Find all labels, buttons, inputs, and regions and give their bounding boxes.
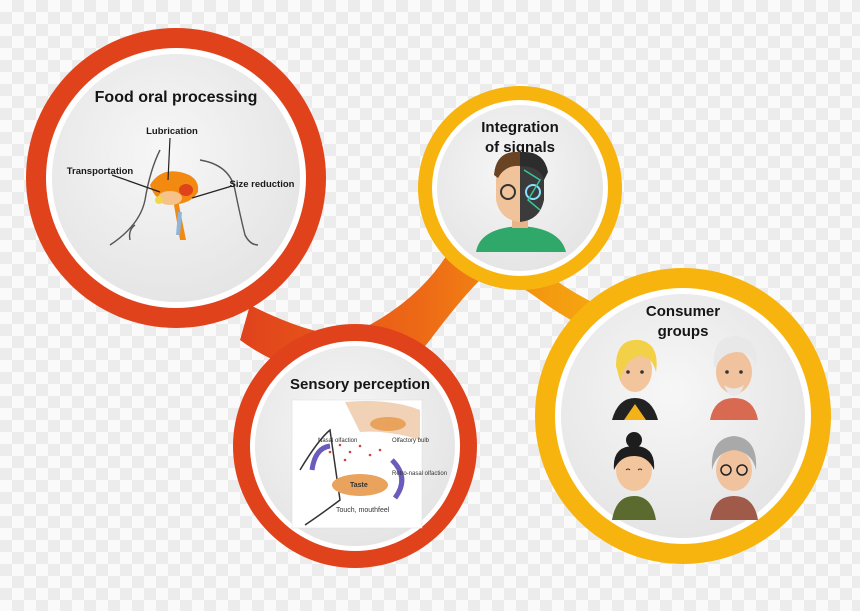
nose-head-diagram	[291, 399, 423, 529]
avatar-young-blond	[612, 339, 658, 420]
olfactory-bulb-label: Olfactory bulb	[392, 438, 430, 444]
avatar-woman-bun	[612, 432, 656, 520]
transportation-label: Transportation	[67, 166, 134, 177]
taste-label: Taste	[350, 482, 368, 489]
consumer-groups-node: Consumer groups	[535, 268, 831, 564]
retro-nasal-label: Retro-nasal olfaction	[392, 471, 447, 477]
size-reduction-label: Size reduction	[230, 179, 295, 190]
throat-anatomy	[150, 171, 199, 240]
integration-title-line2: of signals	[485, 139, 555, 156]
consumer-groups-title-line1: Consumer	[646, 303, 720, 320]
sensory-perception-title: Sensory perception	[290, 376, 430, 393]
half-robot-person-icon	[476, 151, 566, 252]
avatar-elderly-woman-glasses	[710, 436, 758, 520]
lubrication-label: Lubrication	[146, 126, 198, 137]
food-oral-processing-title: Food oral processing	[95, 89, 258, 106]
integration-title-line1: Integration	[481, 119, 559, 136]
touch-label: Touch, mouthfeel	[336, 507, 390, 514]
mouth-diagram	[109, 149, 259, 246]
nasal-olfaction-label: Nasal olfaction	[318, 438, 357, 444]
callout-lines	[111, 137, 233, 199]
sensory-perception-node: Sensory perception Nasal olfaction Olfac…	[233, 324, 477, 568]
consumer-groups-title-line2: groups	[658, 323, 709, 340]
food-oral-processing-node: Food oral processing Lubrication Transpo…	[26, 28, 326, 328]
integration-node: Integration of signals	[418, 86, 622, 290]
avatar-elderly-man	[710, 336, 758, 420]
